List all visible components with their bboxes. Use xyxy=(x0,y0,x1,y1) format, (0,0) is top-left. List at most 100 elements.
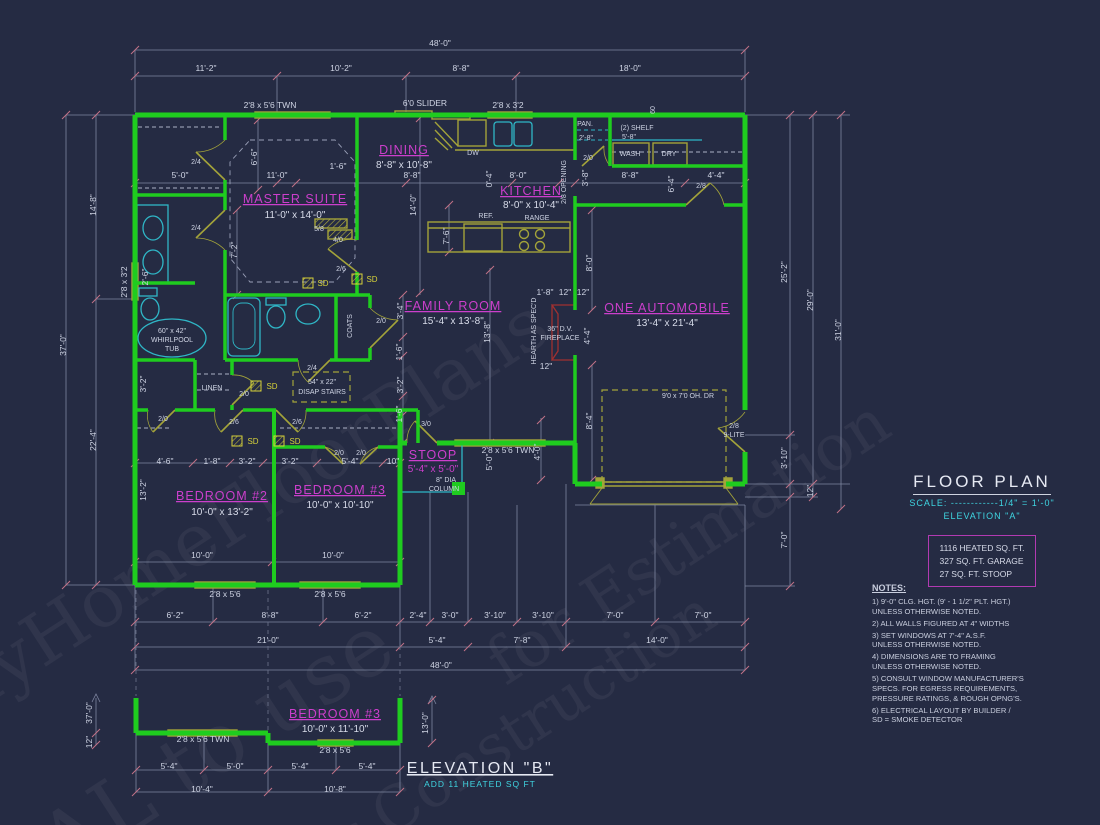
plan-label: 3'-4" xyxy=(395,303,405,320)
hall-bath-tub xyxy=(227,297,261,357)
note-item: 2) ALL WALLS FIGURED AT 4" WIDTHS xyxy=(872,618,1010,628)
plan-label: 1'-6" xyxy=(394,344,404,361)
plan-label: 3'-0" xyxy=(442,610,459,620)
plan-label: ONE AUTOMOBILE xyxy=(604,301,730,315)
plan-label: 4'-4" xyxy=(708,170,725,180)
plan-label: 6'-2" xyxy=(167,610,184,620)
square-footage-box: 1116 HEATED SQ. FT. 327 SQ. FT. GARAGE 2… xyxy=(928,535,1036,588)
plan-label: 10'-0" x 11'-10" xyxy=(302,724,369,735)
plan-label: BEDROOM #3 xyxy=(289,707,381,721)
plan-label: 13'-8" xyxy=(482,321,492,343)
plan-label: 2/0 xyxy=(356,450,366,457)
plan-label: 7'-2" xyxy=(229,242,239,259)
plan-label: 8'-8" xyxy=(404,170,421,180)
vanity-sink xyxy=(142,215,164,241)
toilet-tank xyxy=(265,297,287,306)
plan-label: 12" xyxy=(577,287,589,297)
plan-label: 6'0 SLIDER xyxy=(403,98,447,108)
plan-label: 18'-0" xyxy=(619,63,641,73)
plan-label: 1'-8" xyxy=(204,456,221,466)
plan-label: 2/6 xyxy=(336,266,346,273)
plan-label: 37'-0" xyxy=(84,702,94,724)
plan-label: MASTER SUITE xyxy=(243,192,347,206)
plan-label: 11'-0" xyxy=(266,170,287,180)
plan-label: 7'-6" xyxy=(441,228,451,245)
plan-label: 7'-8" xyxy=(514,635,531,645)
plan-label: 3'-10" xyxy=(779,447,789,469)
plan-label: 2'-6" xyxy=(140,269,150,286)
plan-label: 5'-0" xyxy=(227,761,244,771)
smoke-detector xyxy=(231,435,243,447)
smoke-detector xyxy=(302,277,314,289)
plan-label: 5'-4" xyxy=(359,761,376,771)
walls xyxy=(132,112,748,746)
plan-label: 14'-8" xyxy=(88,194,98,216)
plan-label: 6'-4" xyxy=(666,176,676,193)
plan-label: 5/8 xyxy=(314,226,324,233)
plan-label: TUB xyxy=(165,346,179,353)
sqft-line: 327 SQ. FT. GARAGE xyxy=(939,555,1024,566)
plan-label: 12" xyxy=(540,361,552,371)
sheet-title: FLOOR PLAN xyxy=(913,472,1051,495)
scale-note: SCALE: ------------1/4" = 1'-0" xyxy=(909,498,1055,508)
plan-label: 5'-4" x 5'-0" xyxy=(408,464,459,475)
notes-panel: NOTES: 1) 9'-0" CLG. HGT. (9' - 1 1/2" P… xyxy=(872,583,1097,727)
plan-label: 37'-0" xyxy=(58,334,68,356)
range-burner xyxy=(534,240,546,252)
plan-label: 11'-2" xyxy=(195,63,216,73)
plan-label: 48'-0" xyxy=(430,660,452,670)
plan-label: 21'-0" xyxy=(257,635,279,645)
range-burner xyxy=(534,228,546,240)
plan-label: 8'-8" x 10'-8" xyxy=(376,160,432,171)
plan-label: 3'-2" xyxy=(239,456,256,466)
plan-label: COLUMN xyxy=(429,486,459,493)
plan-label: 36" D.V. xyxy=(547,326,572,333)
exterior-walls xyxy=(132,112,748,588)
plan-label: 2/8 OPENING xyxy=(561,160,568,204)
plan-label: 12" xyxy=(805,485,815,497)
plan-label: FIREPLACE xyxy=(541,335,580,342)
plan-label: 2'8 x 5'6 TWN xyxy=(177,734,230,744)
smoke-detector xyxy=(273,435,285,447)
plan-label: 5'-4" xyxy=(292,761,309,771)
plan-label: 14'-0" xyxy=(646,635,668,645)
plan-label: 14'-0" xyxy=(408,194,418,216)
elevation-b-subtitle: ADD 11 HEATED SQ FT xyxy=(424,779,536,789)
plan-label: 4'-0" xyxy=(532,444,542,461)
refrigerator xyxy=(463,223,503,252)
plan-label: 2'8 x 5'6 xyxy=(319,745,350,755)
plan-label: 10'-2" xyxy=(330,63,352,73)
plan-label: 6'-6" xyxy=(249,149,259,166)
plan-label: 8'-4" xyxy=(584,413,594,430)
plan-label: DISAP STAIRS xyxy=(298,389,346,396)
kitchen-counter xyxy=(434,121,575,151)
plan-label: 2'-4" xyxy=(410,610,427,620)
note-item: 3) SET WINDOWS AT 7'-4" A.S.F. UNLESS OT… xyxy=(872,630,986,650)
smoke-detector xyxy=(250,380,262,392)
plan-label: 13'-0" xyxy=(420,712,430,734)
plan-label: 11'-0" x 14'-0" xyxy=(265,210,326,221)
plan-label: 8'-8" xyxy=(453,63,470,73)
plan-label: 5'-0" xyxy=(484,454,494,471)
elevation-b-walls xyxy=(133,698,403,746)
plan-label: 10'-0" xyxy=(322,550,344,560)
elevation-b-title: ELEVATION "B" xyxy=(407,760,553,777)
plan-label: 3'-2" xyxy=(282,456,299,466)
plan-label: 10" xyxy=(387,456,399,466)
plan-label: 2/0 xyxy=(158,416,168,423)
plan-label: 2/6 xyxy=(292,419,302,426)
plan-label: 6'-2" xyxy=(355,610,372,620)
plan-label: 60" x 42" xyxy=(158,328,186,335)
plan-label: 29'-0" xyxy=(805,289,815,311)
plan-label: 7'-0" xyxy=(695,610,712,620)
plan-label: 2/0 xyxy=(334,450,344,457)
plan-label: 0'-4" xyxy=(484,171,494,188)
smoke-detector xyxy=(351,273,363,285)
plan-label: BEDROOM #2 xyxy=(176,489,268,503)
range-burner xyxy=(518,228,530,240)
plan-label: 54" x 22" xyxy=(308,379,336,386)
plan-label: 4/0 xyxy=(333,237,343,244)
plan-label: WASH xyxy=(620,151,641,158)
plan-label: 13'-4" x 21'-4" xyxy=(636,318,698,329)
plan-label: (2) SHELF xyxy=(620,125,653,132)
